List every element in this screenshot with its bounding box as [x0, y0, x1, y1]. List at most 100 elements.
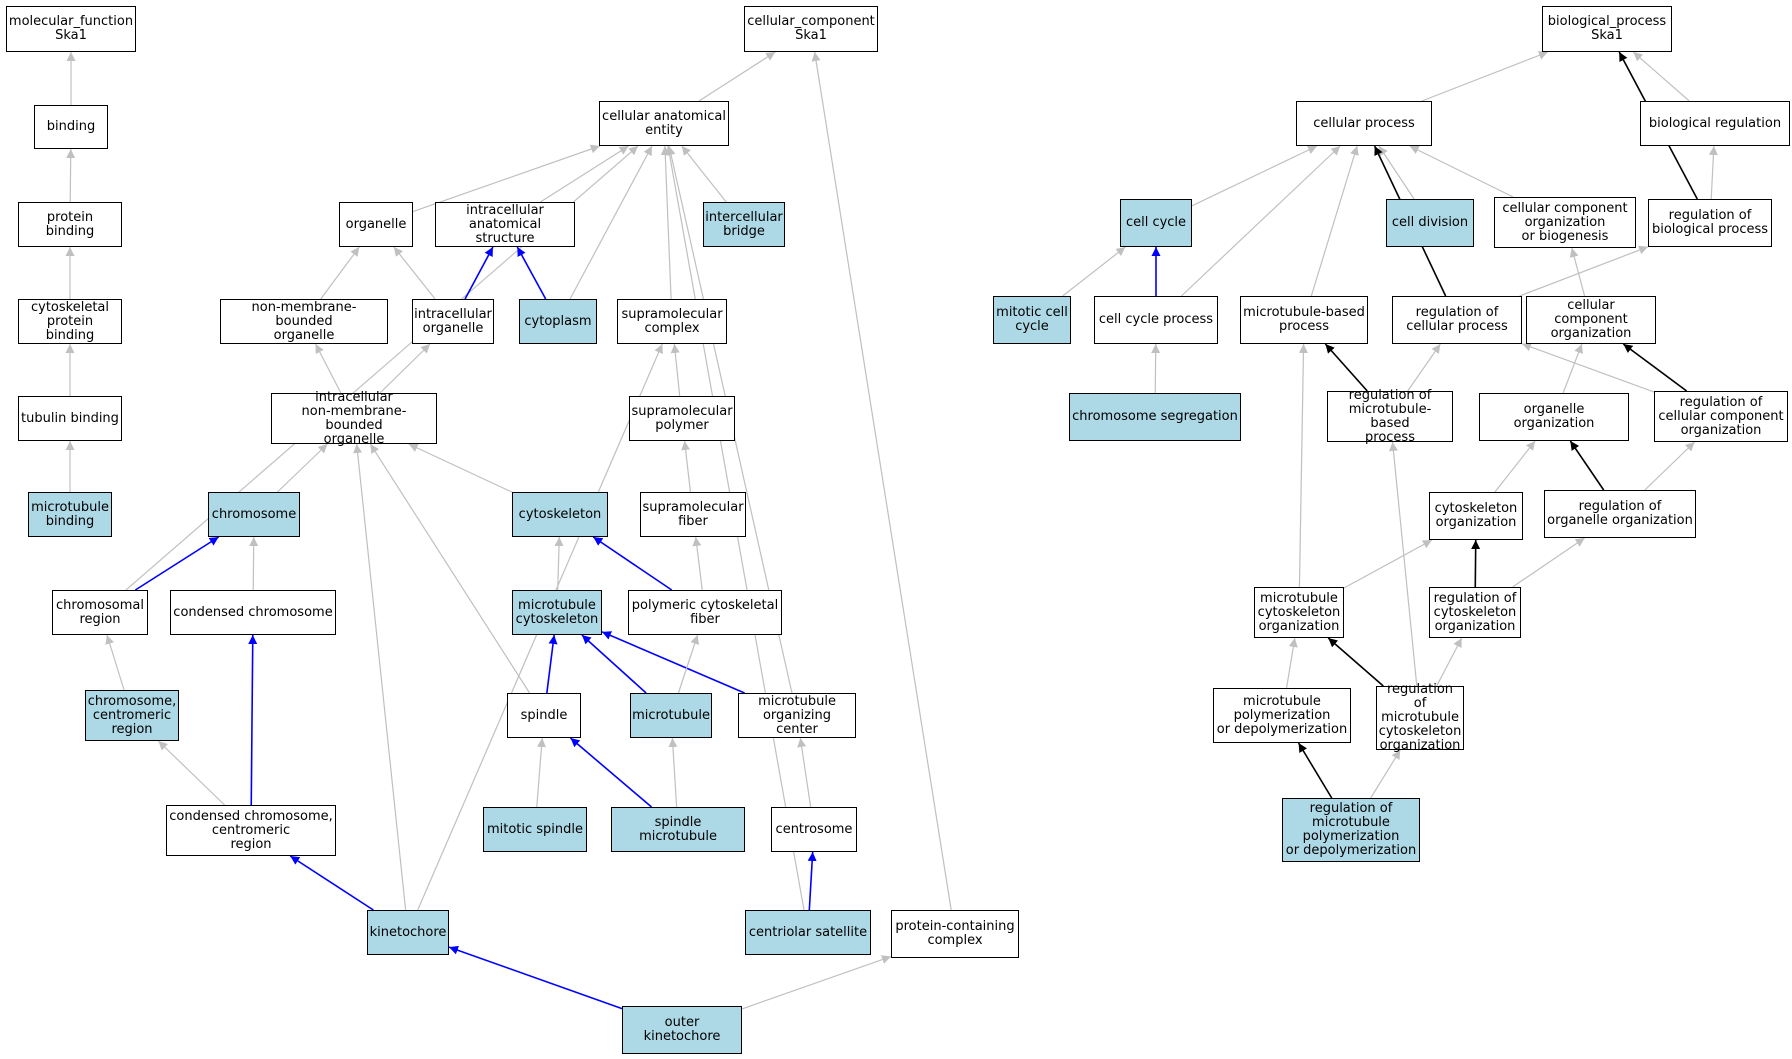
- go-term-node-chrom-cent[interactable]: chromosome, centromeric region: [85, 690, 179, 741]
- edge-ccob-to-cell_proc: [1409, 145, 1514, 198]
- go-term-node-cc[interactable]: cellular_component Ska1: [744, 6, 878, 52]
- edge-smf-to-smp: [681, 440, 692, 493]
- go-term-node-mt-cytoskel[interactable]: microtubule cytoskeleton: [512, 590, 602, 635]
- go-term-node-centrosome[interactable]: centrosome: [771, 807, 857, 852]
- go-term-node-cae[interactable]: cellular anatomical entity: [599, 101, 729, 146]
- go-term-node-mtbp[interactable]: microtubule-based process: [1240, 296, 1368, 344]
- go-term-node-smf[interactable]: supramolecular fiber: [640, 492, 746, 537]
- edge-reg_cytoskel_org-to-reg_org_org: [1512, 537, 1586, 588]
- edge-reg_cco-to-cco: [1622, 343, 1688, 392]
- go-term-node-cond-chrom[interactable]: condensed chromosome: [170, 590, 336, 635]
- edge-mtbp-to-cell_proc: [1310, 145, 1359, 297]
- go-term-node-chrom-seg[interactable]: chromosome segregation: [1069, 393, 1241, 441]
- go-term-node-mt-cytoskel-org[interactable]: microtubule cytoskeleton organization: [1254, 587, 1344, 638]
- go-term-node-reg-cco[interactable]: regulation of cellular component organiz…: [1654, 391, 1788, 442]
- go-term-node-cell-div[interactable]: cell division: [1386, 199, 1474, 247]
- go-term-node-mit-cc[interactable]: mitotic cell cycle: [993, 296, 1071, 344]
- go-term-node-bp[interactable]: biological_process Ska1: [1542, 6, 1672, 52]
- go-term-node-icb[interactable]: intercellular bridge: [703, 202, 785, 247]
- edge-nmbo-to-organelle: [320, 246, 360, 300]
- go-term-node-cytoplasm[interactable]: cytoplasm: [519, 299, 597, 344]
- go-term-node-reg-cytoskel-org[interactable]: regulation of cytoskeleton organization: [1429, 587, 1521, 638]
- go-term-node-pcc[interactable]: protein-containing complex: [891, 910, 1019, 958]
- go-term-node-mitotic-spindle[interactable]: mitotic spindle: [483, 807, 587, 852]
- go-term-node-reg-mtbp[interactable]: regulation of microtubule-based process: [1327, 388, 1453, 444]
- edge-mitotic_spindle-to-spindle: [536, 737, 547, 808]
- go-term-node-cell-cycle[interactable]: cell cycle: [1120, 199, 1192, 247]
- go-term-node-ccob[interactable]: cellular component organization or bioge…: [1494, 197, 1636, 248]
- edge-outer_kin-to-pcc: [741, 955, 892, 1010]
- edge-reg_cco-to-reg_cp: [1521, 342, 1655, 393]
- edge-reg_mt_poly-to-mt_poly: [1297, 742, 1333, 799]
- edge-cond_chrom_cent-to-chrom_cent: [157, 740, 226, 806]
- go-term-node-smc[interactable]: supramolecular complex: [617, 299, 727, 344]
- edge-reg_org_org-to-org_org: [1569, 440, 1605, 491]
- edge-reg_mt_cytoskel_org-to-reg_cytoskel_org: [1436, 637, 1463, 687]
- go-term-node-spindle[interactable]: spindle: [507, 693, 581, 738]
- go-term-node-chrom-region[interactable]: chromosomal region: [52, 590, 148, 635]
- go-term-node-bio-reg[interactable]: biological regulation: [1640, 101, 1790, 146]
- edge-kinetochore-to-inmbo: [353, 443, 407, 911]
- go-term-node-pcf[interactable]: polymeric cytoskeletal fiber: [628, 590, 782, 635]
- go-term-node-org-org[interactable]: organelle organization: [1479, 393, 1629, 441]
- edge-microtubule-to-mt_cytoskel: [581, 634, 647, 694]
- edge-cytoplasm-to-ias: [516, 246, 547, 300]
- edge-cco-to-ccob: [1569, 247, 1586, 297]
- edge-bio_reg-to-bp: [1632, 51, 1690, 102]
- go-term-node-reg-cp[interactable]: regulation of cellular process: [1392, 296, 1522, 344]
- go-term-node-reg-bp[interactable]: regulation of biological process: [1648, 199, 1772, 247]
- go-term-node-chromosome[interactable]: chromosome: [208, 492, 300, 537]
- edge-cytoskel_org-to-org_org: [1494, 440, 1536, 493]
- go-term-node-mf[interactable]: molecular_function Ska1: [6, 6, 136, 52]
- edge-reg_mtbp-to-mtbp: [1324, 343, 1368, 392]
- go-term-node-mt-poly[interactable]: microtubule polymerization or depolymeri…: [1213, 688, 1351, 743]
- edge-pcc-to-cc: [811, 51, 952, 911]
- go-term-node-prot-binding[interactable]: protein binding: [18, 202, 122, 247]
- go-term-node-smp[interactable]: supramolecular polymer: [629, 396, 735, 441]
- edge-mt_cytoskel_org-to-mtbp: [1298, 343, 1308, 588]
- go-term-node-cond-chrom-cent[interactable]: condensed chromosome, centromeric region: [166, 805, 336, 856]
- edge-ico-to-ias: [464, 246, 494, 300]
- edge-outer_kin-to-kinetochore: [448, 945, 623, 1010]
- go-term-node-reg-mt-poly[interactable]: regulation of microtubule polymerization…: [1282, 798, 1420, 862]
- go-term-node-kinetochore[interactable]: kinetochore: [367, 910, 449, 955]
- edge-mit_cc-to-cell_cycle: [1062, 246, 1126, 297]
- go-term-node-cell-proc[interactable]: cellular process: [1296, 101, 1432, 146]
- edge-icb-to-cae: [681, 145, 727, 203]
- go-term-node-cytoskel-org[interactable]: cytoskeleton organization: [1429, 492, 1523, 540]
- go-term-node-spindle-mt[interactable]: spindle microtubule: [611, 807, 745, 852]
- edge-organelle-to-cae: [412, 144, 601, 213]
- go-term-node-microtubule[interactable]: microtubule: [630, 693, 712, 738]
- edge-ias-to-cae: [540, 145, 629, 203]
- go-term-node-organelle[interactable]: organelle: [339, 202, 413, 247]
- edge-cytoskeleton-to-inmbo: [408, 443, 513, 493]
- go-term-node-inmbo[interactable]: intracellular non-membrane-bounded organ…: [271, 390, 437, 446]
- go-term-node-ico[interactable]: intracellular organelle: [412, 299, 494, 344]
- go-term-node-mt-binding[interactable]: microtubule binding: [28, 492, 112, 537]
- go-term-node-cytoskel-prot-binding[interactable]: cytoskeletal protein binding: [18, 299, 122, 344]
- edge-reg_mt_cytoskel_org-to-reg_mtbp: [1388, 441, 1418, 687]
- edge-inmbo-to-nmbo: [315, 343, 342, 394]
- edge-org_org-to-cco: [1562, 343, 1583, 394]
- go-term-node-ias[interactable]: intracellular anatomical structure: [435, 202, 575, 247]
- edge-cytoplasm-to-cae: [569, 145, 653, 300]
- edge-centriolar_sat-to-centrosome: [807, 851, 817, 911]
- edge-chromosome-to-inmbo: [277, 443, 328, 493]
- go-term-node-outer-kin[interactable]: outer kinetochore: [622, 1006, 742, 1054]
- edge-cond_chrom-to-chromosome: [249, 536, 259, 591]
- go-term-node-nmbo[interactable]: non-membrane-bounded organelle: [220, 299, 388, 344]
- edge-smc-to-cae: [660, 145, 672, 300]
- go-term-node-cco[interactable]: cellular component organization: [1526, 296, 1656, 344]
- go-term-node-binding[interactable]: binding: [34, 105, 108, 149]
- go-term-node-cytoskeleton[interactable]: cytoskeleton: [512, 492, 608, 537]
- edge-kinetochore-to-cond_chrom_cent: [289, 855, 374, 911]
- go-term-node-centriolar-sat[interactable]: centriolar satellite: [745, 910, 871, 955]
- go-term-node-tubulin-binding[interactable]: tubulin binding: [18, 396, 122, 441]
- go-term-node-reg-mt-cytoskel-org[interactable]: regulation of microtubule cytoskeleton o…: [1376, 683, 1464, 753]
- go-term-node-mtoc[interactable]: microtubule organizing center: [738, 693, 856, 738]
- edge-ico-to-organelle: [393, 246, 436, 300]
- go-term-node-ccp[interactable]: cell cycle process: [1094, 296, 1218, 344]
- edge-chrom_region-to-chromosome: [134, 536, 220, 591]
- edge-pcf-to-cytoskeleton: [592, 536, 673, 591]
- go-term-node-reg-org-org[interactable]: regulation of organelle organization: [1544, 490, 1696, 538]
